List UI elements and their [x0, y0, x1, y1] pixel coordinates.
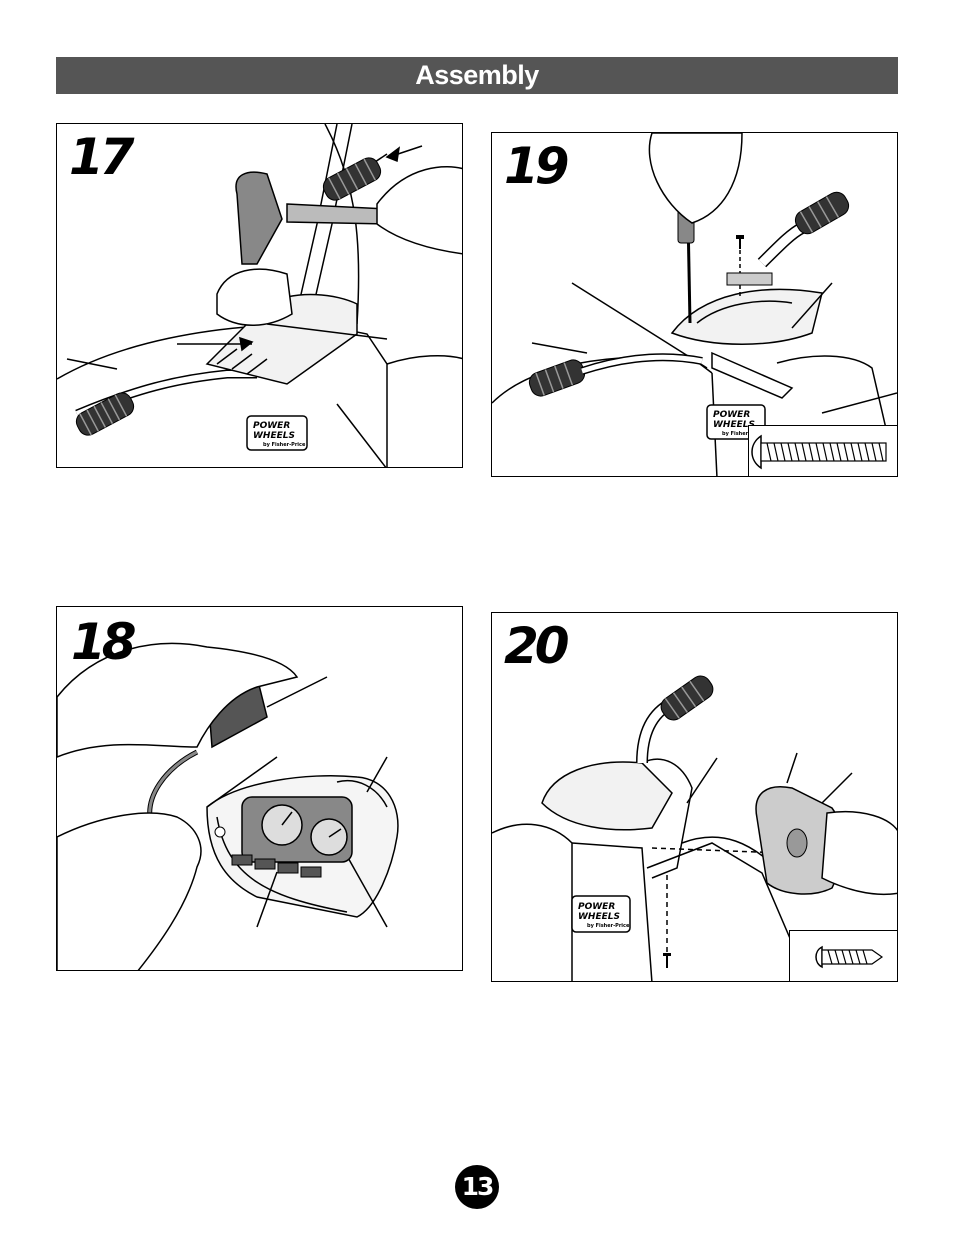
section-title: Assembly: [56, 57, 898, 94]
step-18-panel: 18: [56, 606, 463, 971]
svg-text:by Fisher-Price: by Fisher-Price: [587, 923, 630, 929]
hand-icon: [821, 810, 897, 896]
power-wheels-logo: POWER WHEELS by Fisher-Price: [571, 895, 631, 933]
power-wheels-logo: POWER WHEELS by Fisher-Price: [246, 415, 308, 451]
step-number: 20: [504, 617, 570, 675]
svg-text:POWER: POWER: [253, 421, 290, 431]
step-17-panel: 17: [56, 123, 463, 468]
svg-text:POWER: POWER: [578, 902, 615, 912]
hand-icon: [648, 133, 743, 224]
hand-icon: [216, 165, 462, 326]
step-20-illustration: POWER WHEELS by Fisher-Price: [492, 675, 897, 981]
step-number: 17: [69, 128, 135, 186]
svg-text:WHEELS: WHEELS: [253, 431, 295, 441]
right-grip-icon: [794, 191, 850, 235]
screw-detail-inset: [789, 930, 897, 981]
left-grip-icon: [75, 392, 135, 436]
screw-icon: [751, 434, 887, 470]
svg-text:WHEELS: WHEELS: [713, 420, 755, 430]
svg-text:by Fisher-Price: by Fisher-Price: [263, 442, 306, 448]
step-18-illustration: [57, 642, 399, 970]
screw-detail-inset: [748, 425, 897, 476]
step-number: 19: [504, 137, 570, 195]
step-17-illustration: POWER WHEELS by Fisher-Price: [57, 124, 462, 467]
right-grip-icon: [660, 675, 714, 721]
hand-icon: [57, 642, 299, 970]
svg-text:WHEELS: WHEELS: [578, 912, 620, 922]
screw-icon: [736, 235, 744, 249]
step-19-panel: 19: [491, 132, 898, 477]
page-number: 13: [455, 1165, 499, 1209]
step-number: 18: [71, 613, 137, 671]
screw-icon: [663, 953, 671, 968]
step-20-panel: 20: [491, 612, 898, 982]
hammer-icon: [235, 171, 388, 265]
svg-text:by Fisher-Price: by Fisher-Price: [722, 431, 765, 437]
svg-text:POWER: POWER: [713, 410, 750, 420]
right-grip-icon: [322, 157, 382, 201]
left-grip-icon: [528, 359, 586, 397]
screw-icon: [815, 945, 884, 969]
